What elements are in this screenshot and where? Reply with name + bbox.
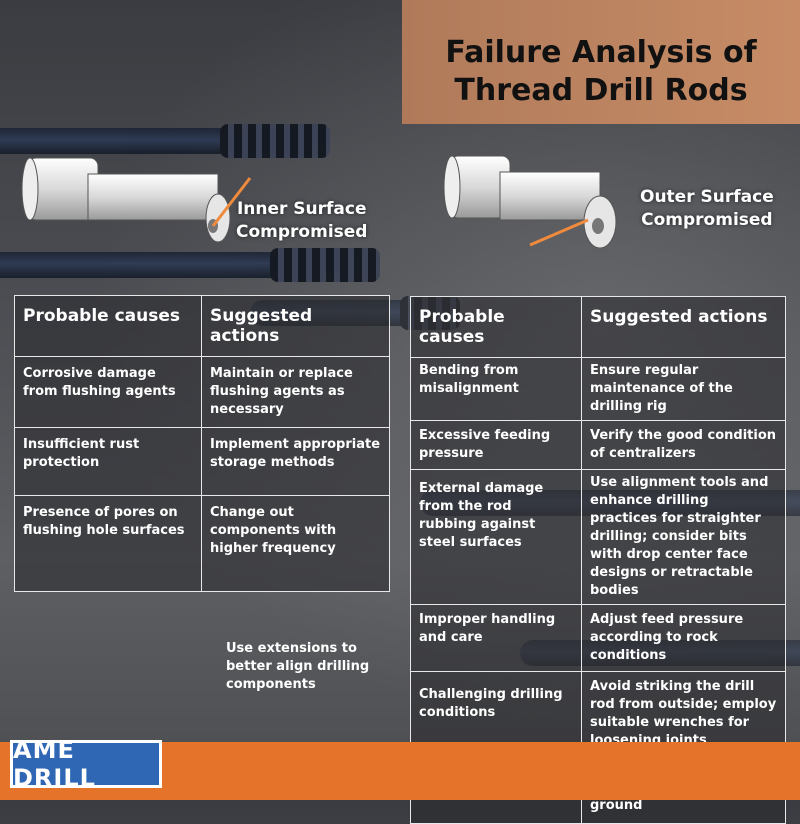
column-header-causes: Probable causes <box>14 295 202 357</box>
action-cell: Implement appropriate storage methods <box>201 427 390 496</box>
table-header-row: Probable causes Suggested actions <box>14 295 390 357</box>
table-row: Improper handling and care Adjust feed p… <box>410 604 786 672</box>
cause-cell: Improper handling and care <box>410 604 582 672</box>
cause-cell: Presence of pores on flushing hole surfa… <box>14 495 202 592</box>
inner-surface-label: Inner Surface Compromised <box>236 198 367 244</box>
floating-note: Use extensions to better align drilling … <box>226 641 370 692</box>
inner-surface-table: Probable causes Suggested actions Corros… <box>14 295 390 592</box>
table-row: Corrosive damage from flushing agents Ma… <box>14 356 390 428</box>
background-drill-rod <box>0 248 380 282</box>
cause-cell: External damage from the rod rubbing aga… <box>410 469 582 605</box>
outer-surface-label: Outer Surface Compromised <box>640 186 774 232</box>
background-drill-rod <box>0 124 330 158</box>
brand-logo: AME DRILL <box>10 736 162 792</box>
action-cell: Ensure regular maintenance of the drilli… <box>581 357 786 421</box>
brand-name: AME DRILL <box>13 736 96 792</box>
table-row: Bending from misalignment Ensure regular… <box>410 357 786 421</box>
column-header-causes: Probable causes <box>410 296 582 358</box>
action-cell: Use alignment tools and enhance drilling… <box>581 469 786 605</box>
table-row: Presence of pores on flushing hole surfa… <box>14 495 390 592</box>
cause-cell: Bending from misalignment <box>410 357 582 421</box>
inner-surface-tube-illustration <box>21 157 252 243</box>
inner-surface-label-line-1: Inner Surface <box>236 199 367 219</box>
page-title: Failure Analysis of Thread Drill Rods <box>402 34 800 110</box>
column-header-actions: Suggested actions <box>201 295 390 357</box>
action-cell: Adjust feed pressure according to rock c… <box>581 604 786 672</box>
title-banner: Failure Analysis of Thread Drill Rods <box>402 0 800 124</box>
action-cell: Maintain or replace flushing agents as n… <box>201 356 390 428</box>
table-header-row: Probable causes Suggested actions <box>410 296 786 358</box>
cause-cell: Insufficient rust protection <box>14 427 202 496</box>
cause-cell: Excessive feeding pressure <box>410 420 582 470</box>
outer-surface-label-line-2: Compromised <box>641 210 773 230</box>
outer-surface-label-line-1: Outer Surface <box>640 187 774 207</box>
title-line-1: Failure Analysis of <box>445 35 757 70</box>
inner-surface-label-line-2: Compromised <box>236 222 368 242</box>
table-row: Excessive feeding pressure Verify the go… <box>410 420 786 470</box>
table-row: Insufficient rust protection Implement a… <box>14 427 390 496</box>
title-line-2: Thread Drill Rods <box>454 73 748 108</box>
table-row: External damage from the rod rubbing aga… <box>410 469 786 605</box>
cause-cell: Corrosive damage from flushing agents <box>14 356 202 428</box>
action-cell: Verify the good condition of centralizer… <box>581 420 786 470</box>
action-cell: Change out components with higher freque… <box>201 495 390 592</box>
column-header-actions: Suggested actions <box>581 296 786 358</box>
outer-surface-tube-illustration <box>443 155 617 249</box>
